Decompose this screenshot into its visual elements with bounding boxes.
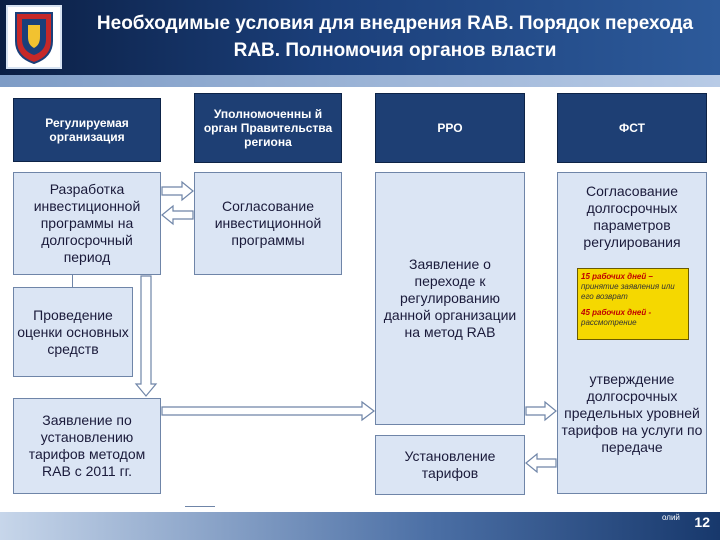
header-band xyxy=(0,75,720,87)
footer-fragment: олий xyxy=(662,513,680,522)
box-tariff-setting: Установление тарифов xyxy=(375,435,525,495)
arrow-right-3 xyxy=(525,400,557,422)
page-number: 12 xyxy=(694,514,710,530)
deadline-note: 15 рабочих дней – принятие заявления или… xyxy=(577,268,689,340)
column-header-fst: ФСТ xyxy=(557,93,707,163)
column-header-rro: РРО xyxy=(375,93,525,163)
column-header-regional-authority: Уполномоченны й орган Правительства реги… xyxy=(194,93,342,163)
arrow-left-2 xyxy=(525,452,557,474)
arrow-right-1 xyxy=(161,180,194,202)
note-text-2: рассмотрение xyxy=(581,318,637,327)
long-term-tariff-approval: утверждение долгосрочных предельных уров… xyxy=(561,371,703,455)
box-asset-valuation: Проведение оценки основных средств xyxy=(13,287,133,377)
page-title: Необходимые условия для внедрения RAB. П… xyxy=(96,13,694,61)
note-deadline-45: 45 рабочих дней - xyxy=(581,308,652,317)
box-investment-program-development: Разработка инвестиционной программы на д… xyxy=(13,172,161,275)
note-text-1: принятие заявления или его возврат xyxy=(581,282,675,301)
footer-bar xyxy=(0,512,720,540)
arrow-left-1 xyxy=(161,204,194,226)
arrow-down-1 xyxy=(134,275,158,397)
box-transition-application: Заявление о переходе к регулированию дан… xyxy=(375,172,525,425)
column-header-regulated-org: Регулируемая организация xyxy=(13,98,161,162)
emblem-icon xyxy=(6,5,62,69)
header-bar xyxy=(0,0,720,75)
connector-line xyxy=(72,274,73,288)
box-rab-application: Заявление по установлению тарифов методо… xyxy=(13,398,161,494)
long-term-params-agreement: Согласование долгосрочных параметров рег… xyxy=(583,183,681,250)
arrow-right-2 xyxy=(161,400,375,422)
note-deadline-15: 15 рабочих дней – xyxy=(581,272,653,281)
footer-rule xyxy=(185,506,215,507)
box-investment-program-agreement: Согласование инвестиционной программы xyxy=(194,172,342,275)
